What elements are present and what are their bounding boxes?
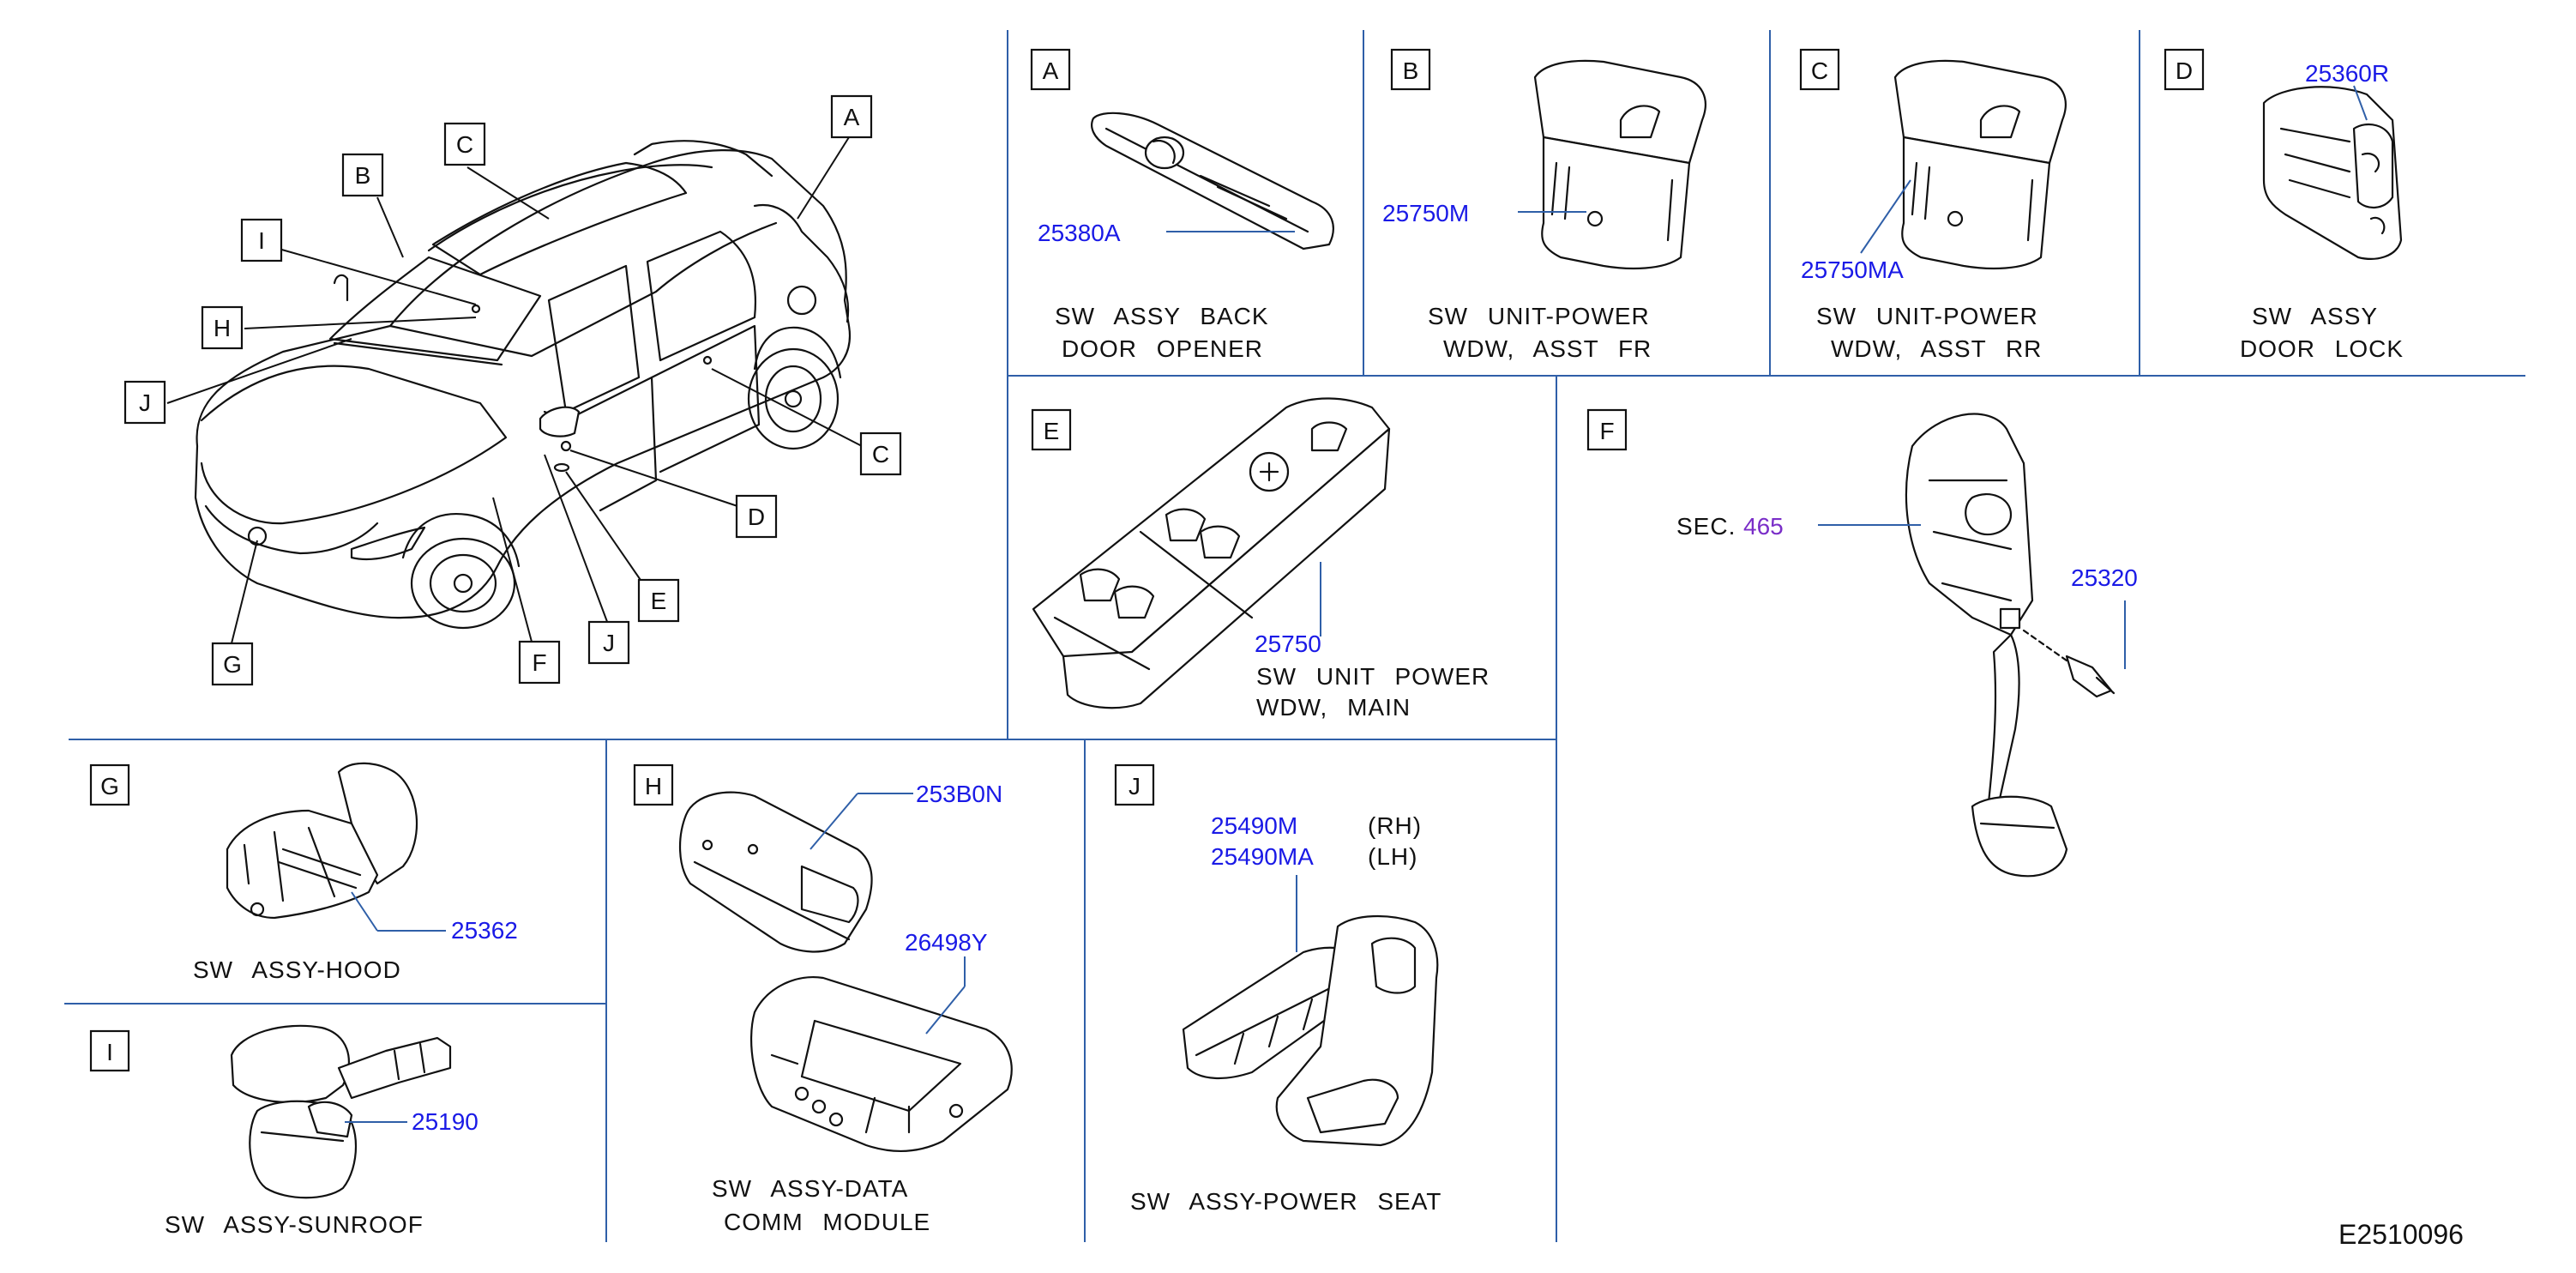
power-seat-switch-drawing bbox=[1182, 915, 1439, 1147]
panel-j-part-rh: 25490M bbox=[1211, 812, 1297, 839]
panel-g-letter: G bbox=[100, 773, 119, 799]
back-door-opener-switch-drawing bbox=[1091, 112, 1334, 250]
vehicle-callout-boxes: A B C I H J C D E J F G bbox=[123, 94, 902, 686]
panel-f-sec-number: 465 bbox=[1743, 513, 1784, 540]
panel-e-desc-2: WDW, MAIN bbox=[1256, 694, 1411, 721]
panel-h-part-number-1: 253B0N bbox=[916, 781, 1002, 807]
sunroof-switch-drawing bbox=[230, 1024, 452, 1199]
panel-h: H 253B0N 26498Y SW ASSY-DATA COMM MODULE bbox=[633, 763, 1013, 1235]
callout-i-label: I bbox=[258, 227, 265, 254]
panel-i-letter: I bbox=[106, 1039, 113, 1065]
panel-b: B 25750M SW UNIT-POWER WDW, ASST FR bbox=[1382, 48, 1706, 362]
panel-e: E 25750 SW UNIT POWER WDW, MAIN bbox=[1031, 397, 1490, 721]
panel-a-part-number: 25380A bbox=[1038, 220, 1121, 246]
vehicle-callout-leaders bbox=[166, 136, 863, 644]
callout-b-label: B bbox=[355, 162, 371, 189]
panel-b-part-number: 25750M bbox=[1382, 200, 1469, 226]
panel-j-rh-label: (RH) bbox=[1368, 812, 1422, 839]
panel-b-desc-2: WDW, ASST FR bbox=[1443, 335, 1652, 362]
panel-e-desc-1: SW UNIT POWER bbox=[1256, 663, 1490, 690]
panel-h-desc-2: COMM MODULE bbox=[724, 1209, 930, 1235]
panel-d: D 25360R SW ASSY DOOR LOCK bbox=[2164, 48, 2404, 362]
callout-j2-label: J bbox=[603, 630, 615, 656]
callout-h-label: H bbox=[214, 315, 231, 341]
callout-c-label: C bbox=[456, 131, 473, 158]
callout-j-label: J bbox=[139, 389, 151, 416]
panel-d-letter: D bbox=[2176, 57, 2193, 84]
callout-g-label: G bbox=[223, 651, 242, 678]
panel-j-part-lh: 25490MA bbox=[1211, 843, 1314, 870]
panel-c-part-number: 25750MA bbox=[1801, 256, 1904, 283]
panel-h-part-number-2: 26498Y bbox=[905, 929, 988, 956]
panel-c-letter: C bbox=[1811, 57, 1828, 84]
panel-g-desc-1: SW ASSY-HOOD bbox=[193, 956, 401, 983]
callout-c2-label: C bbox=[872, 441, 889, 468]
panel-c-desc-2: WDW, ASST RR bbox=[1831, 335, 2042, 362]
module-bracket-drawing bbox=[749, 976, 1013, 1152]
hood-switch-drawing bbox=[226, 762, 418, 920]
panel-f-sec-label: SEC. bbox=[1676, 513, 1736, 540]
power-window-switch-rr-drawing bbox=[1893, 59, 2067, 270]
panel-j-desc-1: SW ASSY-POWER SEAT bbox=[1130, 1188, 1441, 1215]
panel-j-letter: J bbox=[1129, 773, 1141, 799]
panel-c: C 25750MA SW UNIT-POWER WDW, ASST RR bbox=[1799, 48, 2067, 362]
callout-d-label: D bbox=[748, 504, 765, 530]
panel-a-desc-2: DOOR OPENER bbox=[1062, 335, 1263, 362]
panel-d-desc-1: SW ASSY bbox=[2252, 303, 2378, 329]
panel-f: F SEC. 465 25320 bbox=[1586, 408, 2138, 878]
panel-i-part-number: 25190 bbox=[412, 1108, 478, 1135]
door-lock-switch-drawing bbox=[2262, 86, 2403, 260]
panel-h-desc-1: SW ASSY-DATA bbox=[712, 1175, 908, 1202]
panel-b-desc-1: SW UNIT-POWER bbox=[1428, 303, 1650, 329]
panel-d-part-number: 25360R bbox=[2305, 60, 2389, 87]
panel-i-desc-1: SW ASSY-SUNROOF bbox=[165, 1211, 424, 1238]
panel-a-letter: A bbox=[1043, 57, 1059, 84]
panel-j: J 25490M (RH) 25490MA (LH) SW ASSY-POWER… bbox=[1114, 763, 1441, 1215]
panel-c-desc-1: SW UNIT-POWER bbox=[1816, 303, 2038, 329]
panel-g-part-number: 25362 bbox=[451, 917, 518, 944]
panel-d-desc-2: DOOR LOCK bbox=[2240, 335, 2404, 362]
panel-h-letter: H bbox=[645, 773, 662, 799]
panel-dividers bbox=[64, 30, 2525, 1242]
panel-f-letter: F bbox=[1599, 418, 1614, 444]
brake-pedal-assembly-drawing bbox=[1905, 413, 2116, 878]
panel-e-letter: E bbox=[1044, 418, 1060, 444]
data-comm-module-drawing bbox=[679, 791, 873, 953]
callout-a-label: A bbox=[844, 104, 860, 130]
panel-a-desc-1: SW ASSY BACK bbox=[1055, 303, 1269, 329]
panel-a: A 25380A SW ASSY BACK DOOR OPENER bbox=[1030, 48, 1334, 362]
panel-e-part-number: 25750 bbox=[1255, 630, 1321, 657]
panel-g: G 25362 SW ASSY-HOOD bbox=[89, 762, 518, 983]
vehicle-overview-illustration bbox=[194, 140, 852, 630]
panel-j-lh-label: (LH) bbox=[1368, 843, 1417, 870]
panel-i: I 25190 SW ASSY-SUNROOF bbox=[89, 1024, 478, 1238]
panel-f-part-number: 25320 bbox=[2071, 564, 2138, 591]
panel-b-letter: B bbox=[1403, 57, 1419, 84]
power-window-switch-fr-drawing bbox=[1533, 59, 1706, 270]
callout-e-label: E bbox=[651, 588, 667, 614]
diagram-code: E2510096 bbox=[2338, 1219, 2464, 1250]
callout-f-label: F bbox=[532, 649, 546, 676]
main-power-window-switch-drawing bbox=[1032, 397, 1391, 709]
